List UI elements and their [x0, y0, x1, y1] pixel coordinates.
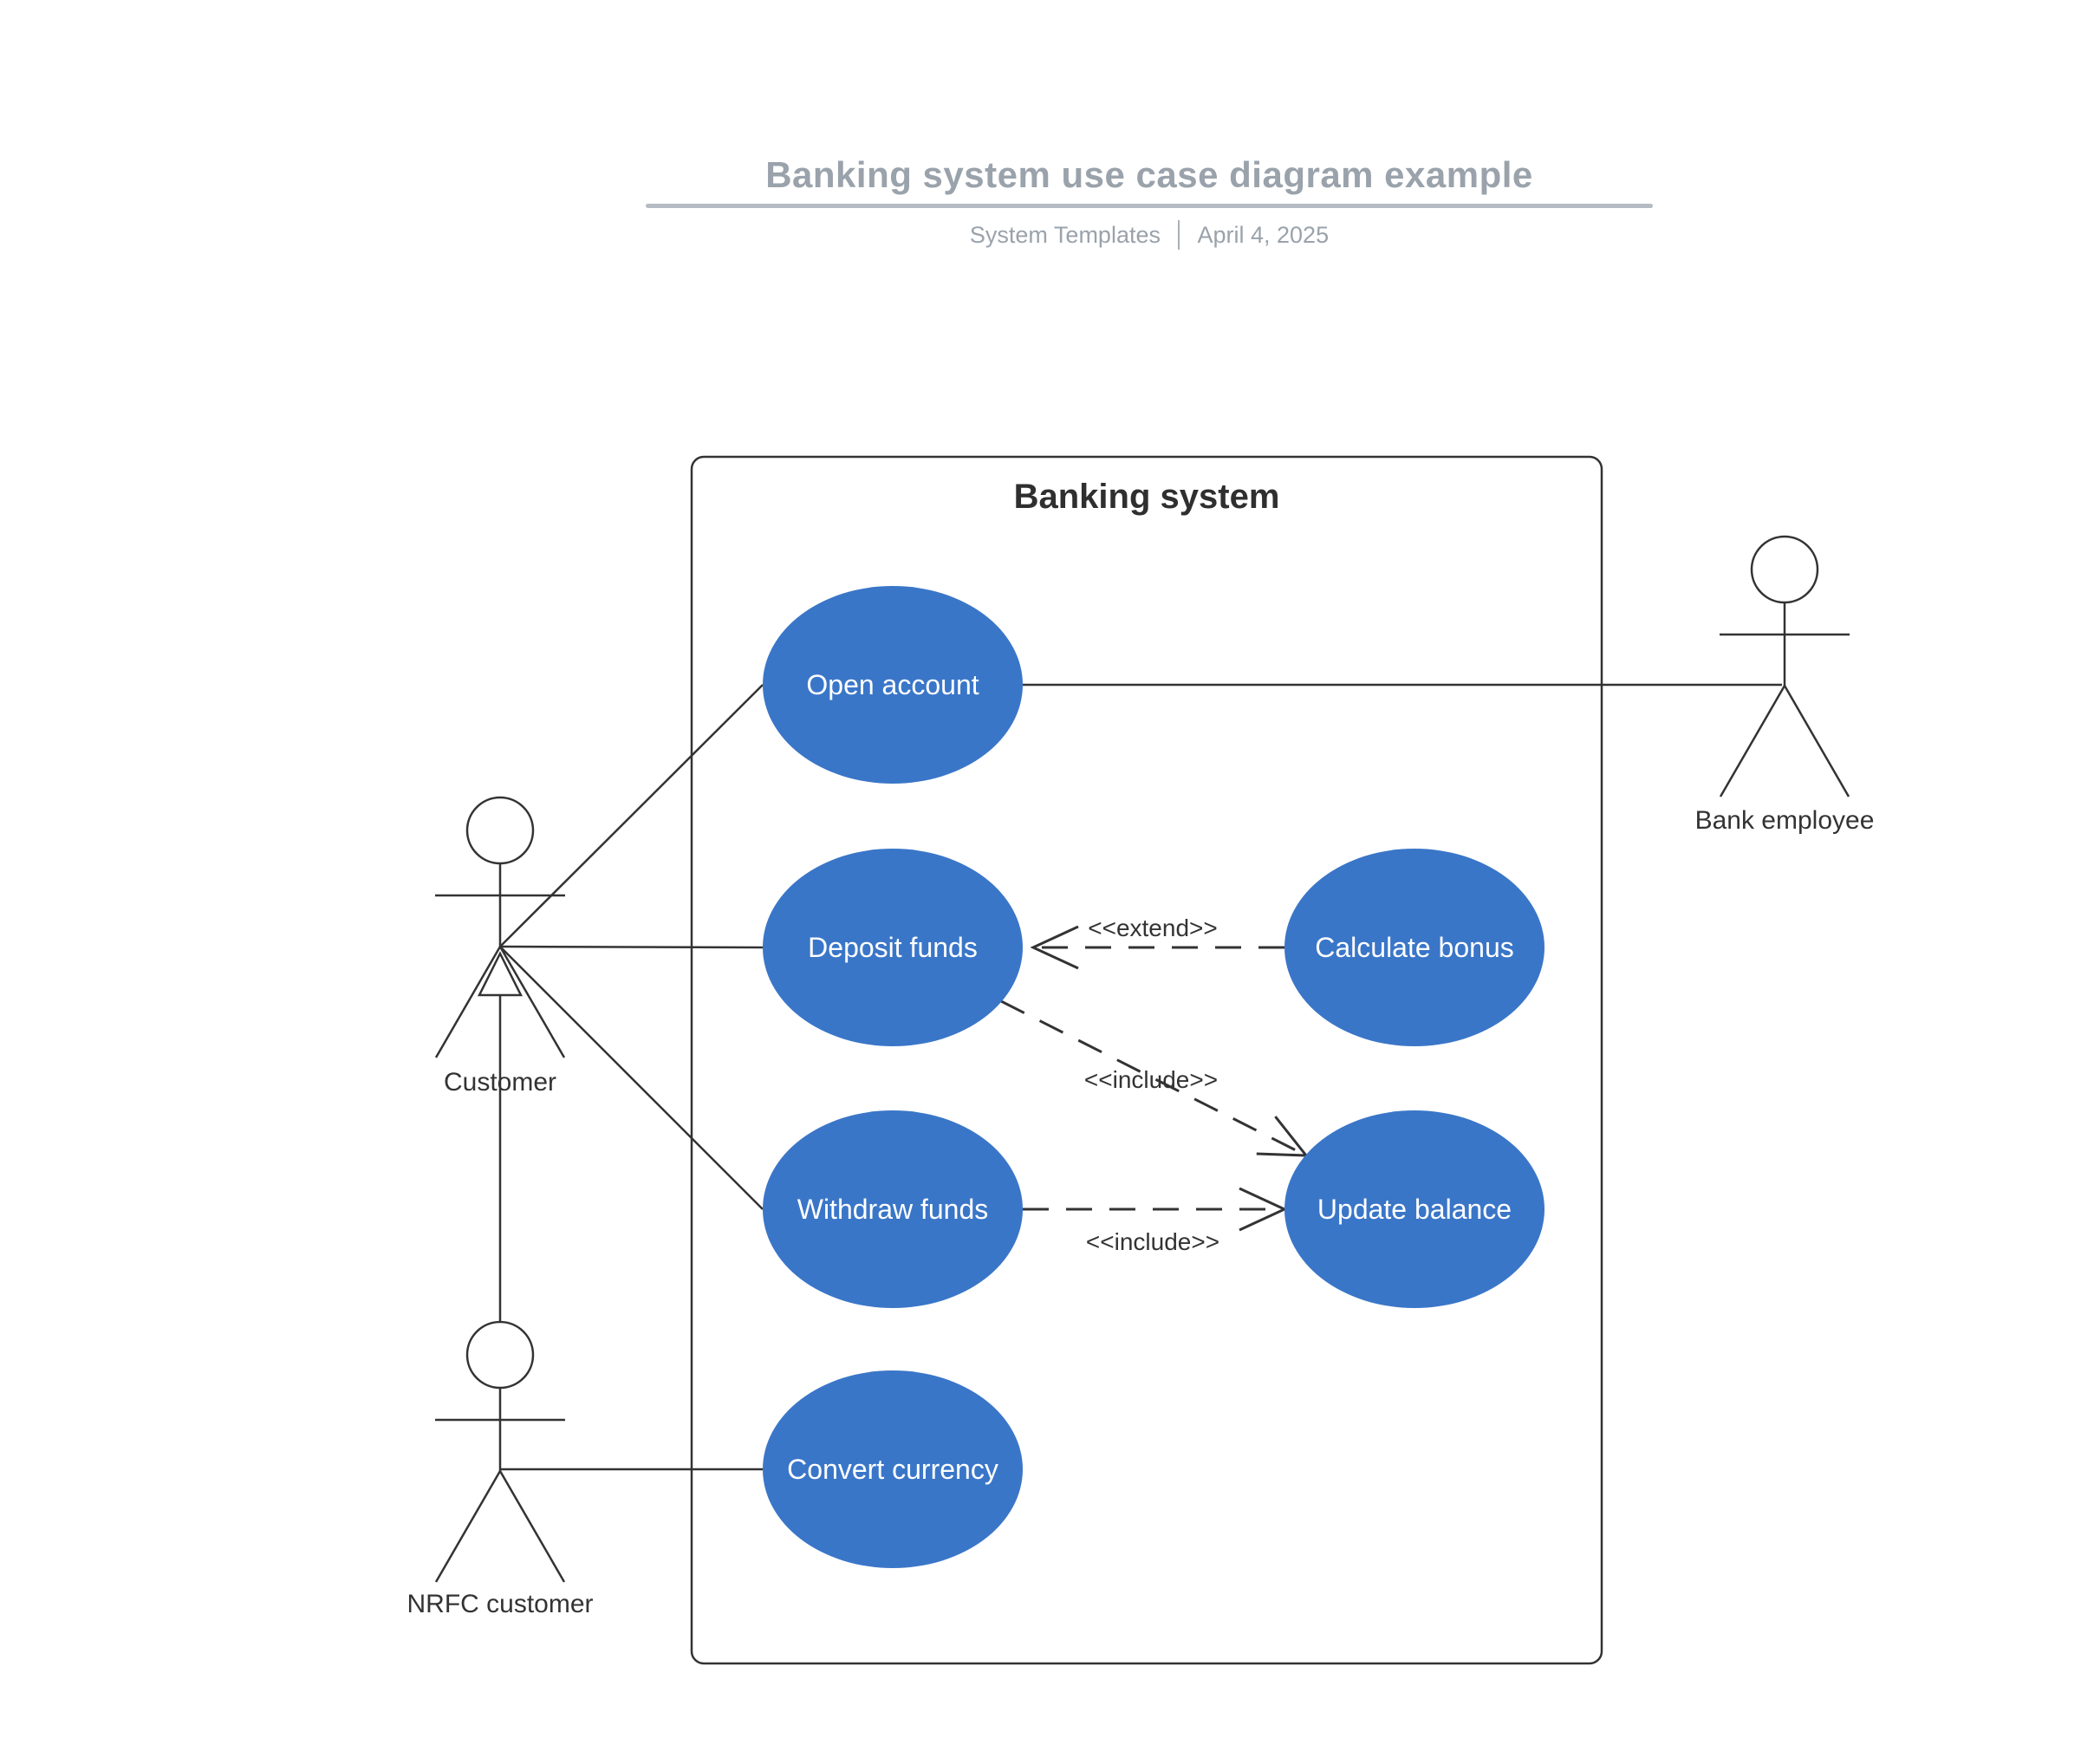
- actor-label-nrfc-customer: NRFC customer: [406, 1590, 593, 1618]
- use-case-convert-currency[interactable]: Convert currency: [763, 1370, 1023, 1568]
- actor-head-bank-employee[interactable]: [1750, 535, 1819, 604]
- actor-left-leg: [1719, 685, 1786, 797]
- subtitle-date: April 4, 2025: [1197, 221, 1330, 248]
- actor-right-leg: [498, 946, 566, 1058]
- document-header: Banking system use case diagram example …: [646, 154, 1653, 250]
- actor-head-customer[interactable]: [465, 796, 535, 865]
- use-case-ellipse-update-balance[interactable]: [1284, 1110, 1544, 1308]
- generalization-arrowhead: [477, 951, 524, 997]
- include-edge-deposit_funds-update_balance: [1000, 999, 1310, 1157]
- association-customer-withdraw_funds: [499, 946, 764, 1210]
- actor-right-leg: [1783, 685, 1850, 797]
- use-case-update-balance[interactable]: Update balance: [1284, 1110, 1544, 1308]
- extend-label: <<extend>>: [1088, 915, 1217, 941]
- use-case-label-deposit-funds: Deposit funds: [808, 932, 978, 963]
- system-title: Banking system: [1014, 478, 1280, 516]
- use-case-ellipse-withdraw-funds[interactable]: [763, 1110, 1023, 1308]
- title-divider: [646, 204, 1653, 208]
- use-case-label-calculate-bonus: Calculate bonus: [1315, 932, 1513, 963]
- use-case-label-convert-currency: Convert currency: [787, 1454, 998, 1485]
- use-case-ellipse-convert-currency[interactable]: [763, 1370, 1023, 1568]
- actor-left-leg: [434, 1470, 502, 1583]
- include-label: <<include>>: [1084, 1066, 1218, 1093]
- actor-right-leg: [498, 1470, 566, 1583]
- use-case-open-account[interactable]: Open account: [763, 586, 1023, 784]
- association-customer-open_account: [499, 684, 764, 947]
- use-case-label-withdraw-funds: Withdraw funds: [797, 1194, 989, 1225]
- actor-bank-employee[interactable]: Bank employee: [1695, 535, 1875, 835]
- use-case-calculate-bonus[interactable]: Calculate bonus: [1284, 849, 1544, 1046]
- use-case-label-update-balance: Update balance: [1317, 1194, 1512, 1225]
- use-case-withdraw-funds[interactable]: Withdraw funds: [763, 1110, 1023, 1308]
- actor-head-nrfc-customer[interactable]: [465, 1320, 535, 1390]
- subtitle: System Templates April 4, 2025: [646, 220, 1653, 250]
- actor-label-customer: Customer: [444, 1068, 556, 1097]
- actor-nrfc-customer[interactable]: NRFC customer: [406, 1320, 594, 1618]
- actor-customer[interactable]: Customer: [434, 796, 566, 1097]
- subtitle-author: System Templates: [969, 221, 1161, 248]
- use-case-deposit-funds[interactable]: Deposit funds: [763, 849, 1023, 1046]
- page-title: Banking system use case diagram example: [765, 154, 1533, 195]
- include-label: <<include>>: [1086, 1228, 1219, 1255]
- actor-label-bank-employee: Bank employee: [1695, 806, 1875, 835]
- use-case-ellipse-open-account[interactable]: [763, 586, 1023, 784]
- use-case-ellipse-calculate-bonus[interactable]: [1284, 849, 1544, 1046]
- use-case-ellipse-deposit-funds[interactable]: [763, 849, 1023, 1046]
- subtitle-separator: [1177, 220, 1180, 250]
- actor-left-leg: [434, 946, 502, 1058]
- use-case-label-open-account: Open account: [806, 669, 979, 700]
